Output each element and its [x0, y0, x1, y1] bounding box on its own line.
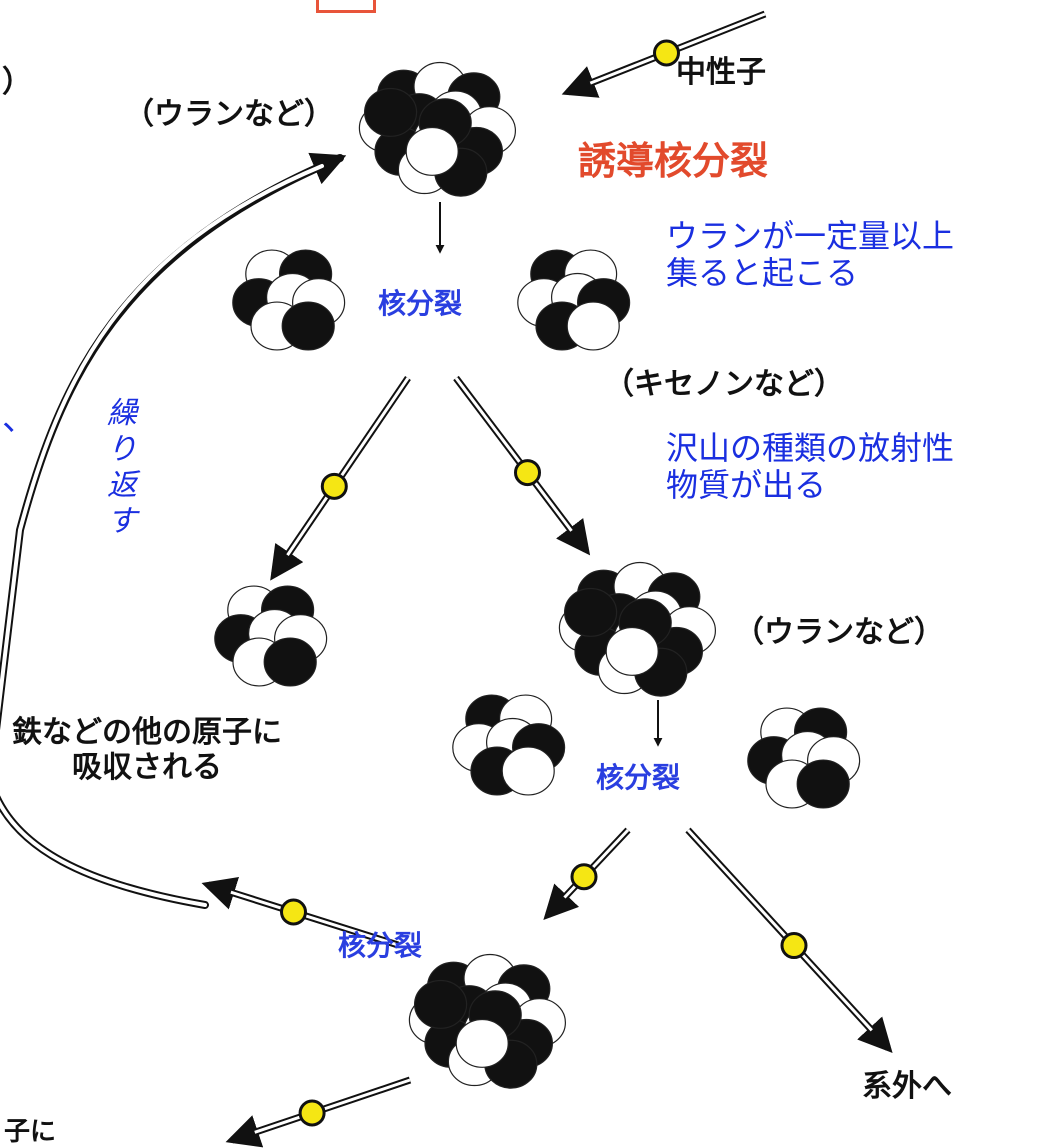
cut-text-mid-left: 、 — [2, 399, 36, 439]
absorbed-note: 鉄などの他の原子に 吸収される — [12, 715, 282, 785]
neutron-dot — [514, 459, 541, 487]
red-frame-fragment — [316, 0, 376, 13]
uranium-label-mid: （ウランなど） — [734, 615, 944, 650]
neutron-dot — [320, 472, 348, 500]
cut-text-top-left: ） — [2, 65, 32, 100]
xenon-label: （キセノンなど） — [604, 367, 844, 402]
cut-text-bottom-left: 子に — [4, 1117, 57, 1147]
nucleus — [408, 953, 567, 1089]
neutron-label: 中性子 — [676, 55, 766, 90]
many-products-note: 沢山の種類の放射性 物質が出る — [666, 429, 955, 504]
nucleus — [452, 694, 566, 796]
neutron-arrow — [225, 1076, 412, 1148]
neutron-arrow — [543, 827, 631, 920]
neutron-dot — [280, 898, 307, 926]
neutron-arrow — [201, 876, 400, 949]
repeat-char: 返 — [107, 468, 137, 503]
critical-mass-note: ウランが一定量以上 集ると起こる — [666, 217, 955, 292]
repeat-char: 繰 — [107, 396, 137, 431]
neutron-dot — [653, 39, 680, 67]
nucleus — [558, 561, 717, 697]
fission-label-1: 核分裂 — [378, 287, 463, 320]
plain-arrows — [435, 202, 663, 747]
neutron-arrow — [270, 376, 411, 581]
neutron-arrow — [453, 375, 591, 556]
fission-label-3: 核分裂 — [338, 929, 423, 962]
repeat-char: り — [107, 432, 137, 467]
nucleus — [517, 249, 631, 351]
induced-fission-title: 誘導核分裂 — [578, 139, 769, 183]
uranium-label-top: （ウランなど） — [124, 97, 334, 132]
repeat-char: す — [107, 504, 137, 539]
repeat-loop-arrow — [0, 152, 347, 909]
neutron-arrow — [685, 827, 893, 1054]
nucleus — [232, 249, 346, 351]
neutron-dot — [298, 1099, 326, 1127]
nucleus — [358, 61, 516, 197]
neutron-dot — [780, 932, 808, 960]
repeat-label: 繰 り 返 す — [104, 396, 140, 540]
neutron-arrow — [561, 10, 767, 98]
nucleus — [747, 707, 861, 809]
fission-label-2: 核分裂 — [596, 761, 681, 794]
escape-label: 系外へ — [862, 1069, 952, 1104]
nucleus — [214, 585, 328, 687]
nuclei — [214, 61, 861, 1089]
neutron-dot — [570, 863, 598, 891]
neutron-paths — [201, 10, 893, 1148]
